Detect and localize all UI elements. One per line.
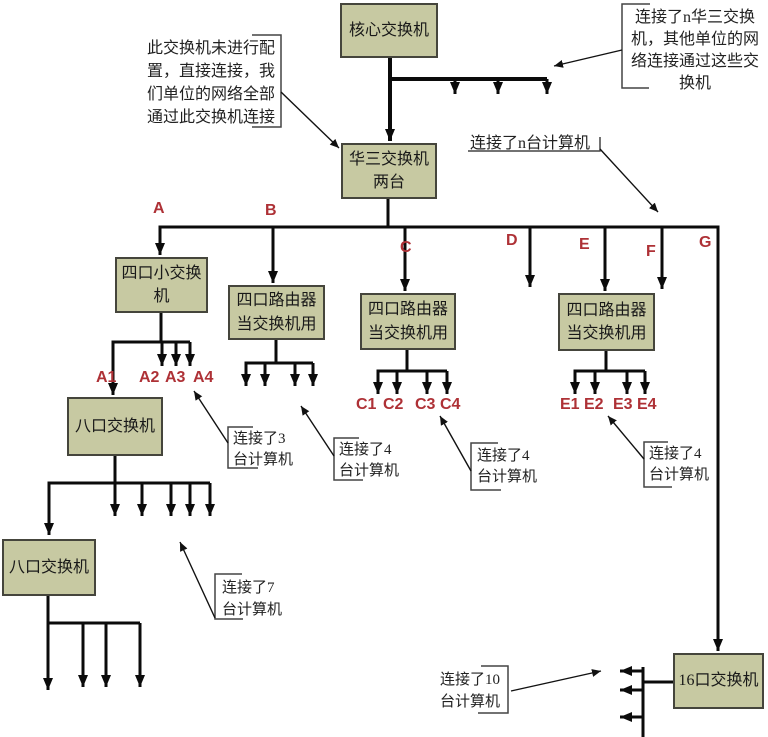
node-16port-switch-label: 16口交换机 [678,672,759,690]
arrow-b-note [300,405,335,457]
node-router-b-label: 四口路由器当交换机用 [236,292,317,333]
arrow-n-computers-to-bus [599,148,659,213]
arrow-e-note [607,415,645,460]
port-label-a1: A1 [96,369,117,386]
note-seven-computers: 连接了7 台计算机 [222,580,283,618]
node-router-e-label: 四口路由器当交换机用 [566,301,647,342]
arrow-unconfigured-to-h3c [280,91,340,149]
node-core-switch: 核心交换机 [340,3,438,58]
port-label-e3: E3 [613,396,633,413]
port-label-e4: E4 [637,396,657,413]
arrow-ten-note [510,669,602,692]
arrow-seven-note [179,541,216,619]
port-label-d: D [506,232,518,249]
port-label-a4: A4 [193,369,214,386]
node-h3c-switch-label: 华三交换机两台 [348,150,429,191]
note-c-computers: 连接了4 台计算机 [477,448,538,485]
note-e-computers: 连接了4 台计算机 [649,446,710,483]
node-router-c-label: 四口路由器当交换机用 [367,301,448,342]
note-h3c-uplinks: 连接了n华三交换 机，其他单位的网 络连接通过这些交 换机 [630,9,759,92]
node-8port-switch-upper: 八口交换机 [67,397,163,456]
arrow-a-note [193,390,229,444]
node-core-switch-label: 核心交换机 [348,21,429,39]
port-label-c: C [400,239,412,256]
port-label-g: G [699,234,712,251]
node-router-c: 四口路由器当交换机用 [360,293,456,350]
note-b-computers: 连接了4 台计算机 [339,442,400,479]
node-8port-switch-lower: 八口交换机 [2,539,96,596]
node-8port-switch-lower-label: 八口交换机 [8,558,89,576]
port-label-e2: E2 [584,396,604,413]
port-label-b: B [265,202,277,219]
arrow-c-note [439,415,472,472]
port-label-c2: C2 [383,396,404,413]
port-label-a: A [153,200,165,217]
port-label-f: F [646,243,656,260]
node-h3c-switch: 华三交换机两台 [341,143,437,199]
node-4port-small-switch-label: 四口小交换机 [121,264,202,305]
node-router-b: 四口路由器当交换机用 [228,285,325,340]
note-ten-computers: 连接了10 台计算机 [440,672,501,710]
arrow-h3c-uplink-to-bus [553,49,623,68]
port-label-a2: A2 [139,369,160,386]
port-label-c4: C4 [440,396,461,413]
port-label-e: E [579,236,590,253]
port-label-c3: C3 [415,396,436,413]
port-label-e1: E1 [560,396,580,413]
note-unconfigured: 此交换机未进行配 置，直接连接，我 们单位的网络全部 通过此交换机连接 [147,40,276,126]
node-8port-switch-upper-label: 八口交换机 [74,417,155,435]
note-a-computers: 连接了3 台计算机 [233,431,294,468]
annotation-brackets [214,3,672,714]
node-4port-small-switch: 四口小交换机 [115,257,208,313]
node-16port-switch: 16口交换机 [673,653,764,709]
port-label-c1: C1 [356,396,377,413]
note-n-computers: 连接了n台计算机 [470,135,591,152]
node-router-e: 四口路由器当交换机用 [558,293,655,351]
port-label-a3: A3 [165,369,186,386]
